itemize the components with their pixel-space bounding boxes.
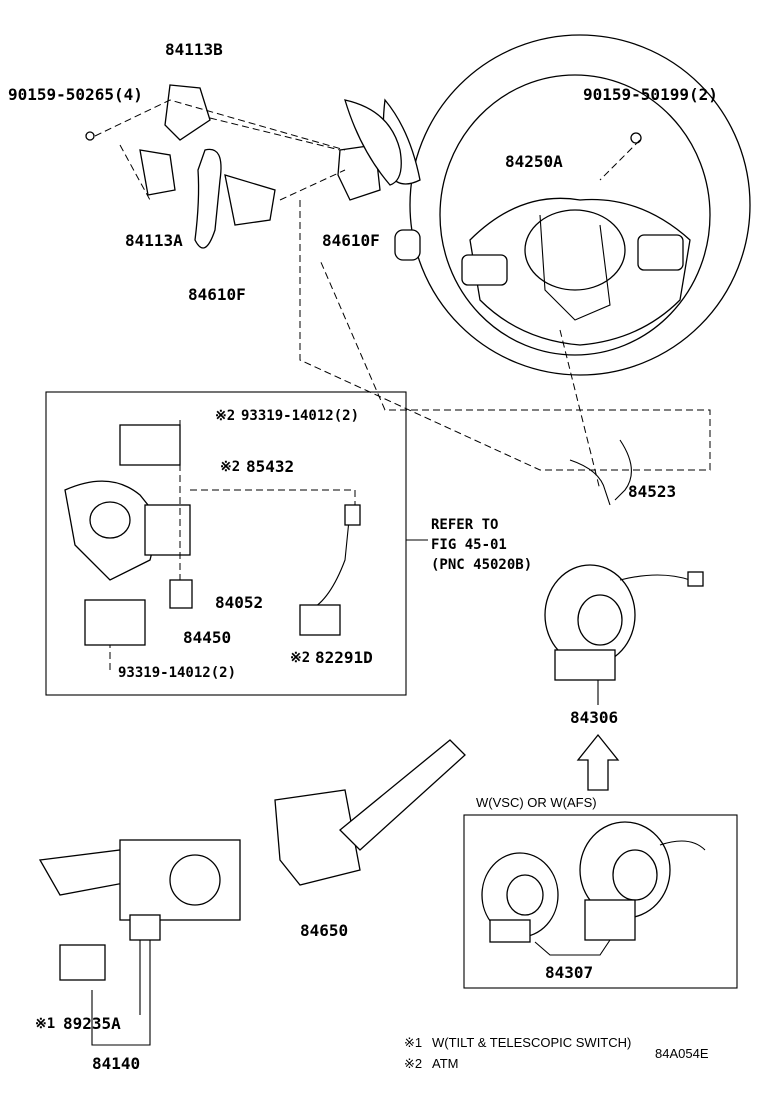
note-1-mark: ※1 xyxy=(404,1035,422,1050)
refer-line-3: (PNC 45020B) xyxy=(431,557,532,573)
steering-wheel-drawing xyxy=(382,34,751,376)
harness-84523-drawing xyxy=(569,439,632,506)
note-2-mark: ※2 xyxy=(404,1056,422,1071)
part-label-84113B[interactable]: 84113B xyxy=(165,40,223,59)
part-label-84610F-right[interactable]: 84610F xyxy=(322,231,380,250)
note-1-text: W(TILT & TELESCOPIC SWITCH) xyxy=(432,1035,631,1050)
part-label-84450[interactable]: 84450 xyxy=(183,628,231,647)
part-label-84523[interactable]: 84523 xyxy=(628,482,676,501)
spiral-cable-84307-drawing xyxy=(481,821,706,956)
refer-line-1: REFER TO xyxy=(431,517,498,533)
part-label-89235A[interactable]: 89235A xyxy=(63,1014,121,1033)
part-label-84140[interactable]: 84140 xyxy=(92,1054,140,1073)
mark-atm-3: ※2 xyxy=(290,650,310,666)
part-label-90159-50199[interactable]: 90159-50199(2) xyxy=(583,85,718,104)
part-label-93319-bottom[interactable]: 93319-14012(2) xyxy=(118,665,236,681)
part-label-84650[interactable]: 84650 xyxy=(300,921,348,940)
paddle-and-bracket-drawings xyxy=(85,84,711,491)
mark-atm-2: ※2 xyxy=(220,459,240,475)
part-label-82291D[interactable]: 82291D xyxy=(315,648,373,667)
part-label-84307[interactable]: 84307 xyxy=(545,963,593,982)
ignition-parts-drawing xyxy=(64,420,361,670)
part-label-90159-50265[interactable]: 90159-50265(4) xyxy=(8,85,143,104)
mark-tilt: ※1 xyxy=(35,1016,55,1032)
part-label-84306[interactable]: 84306 xyxy=(570,708,618,727)
part-label-84052[interactable]: 84052 xyxy=(215,593,263,612)
mark-atm-1: ※2 xyxy=(215,408,235,424)
ignition-parts-box xyxy=(45,391,407,696)
part-label-84250A[interactable]: 84250A xyxy=(505,152,563,171)
spiral-cable-84306-drawing xyxy=(544,564,704,705)
variant-parts-box xyxy=(463,814,738,989)
arrow-up-icon xyxy=(576,733,620,791)
combination-switch-drawing xyxy=(38,739,466,1046)
part-label-84610F-left[interactable]: 84610F xyxy=(188,285,246,304)
part-label-84113A[interactable]: 84113A xyxy=(125,231,183,250)
note-2-text: ATM xyxy=(432,1056,458,1071)
part-label-93319-top[interactable]: 93319-14012(2) xyxy=(241,408,359,424)
refer-line-2[interactable]: FIG 45-01 xyxy=(431,537,507,553)
part-label-85432[interactable]: 85432 xyxy=(246,457,294,476)
variant-label: W(VSC) OR W(AFS) xyxy=(476,795,597,810)
figure-code: 84A054E xyxy=(655,1046,709,1061)
